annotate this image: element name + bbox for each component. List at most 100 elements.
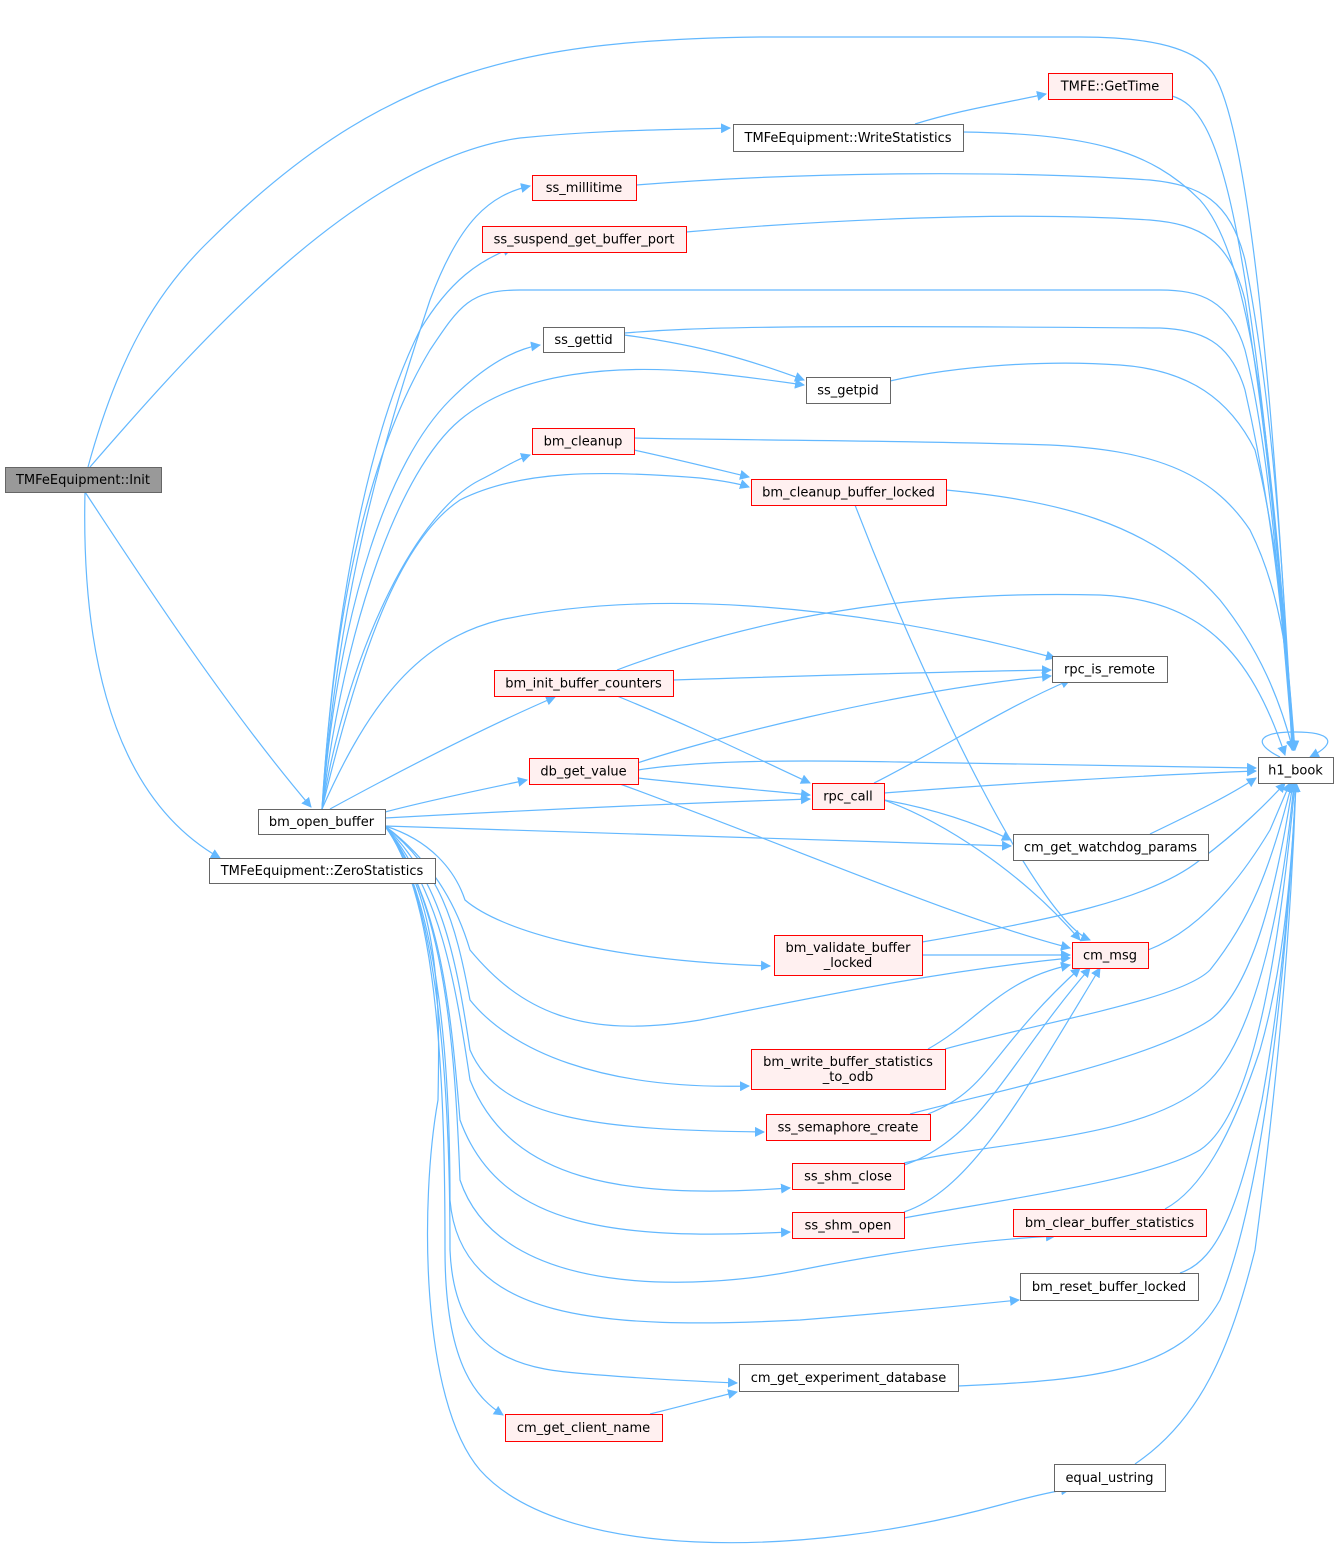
call-edge-23 <box>384 825 791 1194</box>
call-edge-55 <box>944 782 1295 1050</box>
call-edge-44 <box>616 671 1052 771</box>
node-box[interactable] <box>733 124 964 152</box>
call-edge-45 <box>619 783 1071 951</box>
node-ss-gettid[interactable]: ss_gettid <box>543 327 625 353</box>
node-label: ss_semaphore_create <box>778 1121 919 1136</box>
call-edge-53 <box>1147 782 1292 951</box>
node-bm-write-stats[interactable]: bm_write_buffer_statistics_to_odb <box>751 1049 946 1090</box>
node-ss-getpid[interactable]: ss_getpid <box>806 377 891 404</box>
node-box[interactable] <box>1258 757 1334 784</box>
node-box[interactable] <box>505 1414 663 1442</box>
node-box[interactable] <box>1054 1464 1166 1492</box>
call-edge-10 <box>321 341 541 810</box>
node-cm-exp-db[interactable]: cm_get_experiment_database <box>739 1364 959 1392</box>
node-box[interactable] <box>774 935 923 976</box>
node-ss-millitime[interactable]: ss_millitime <box>532 175 637 201</box>
call-edge-18 <box>384 825 1012 851</box>
node-cm-client-name[interactable]: cm_get_client_name <box>505 1414 663 1442</box>
node-gettime[interactable]: TMFE::GetTime <box>1048 73 1173 100</box>
node-ss-sem-create[interactable]: ss_semaphore_create <box>766 1114 931 1141</box>
call-edge-49 <box>883 799 1081 941</box>
node-rpc-is-remote[interactable]: rpc_is_remote <box>1052 656 1168 683</box>
node-box[interactable] <box>1048 73 1173 100</box>
node-box[interactable] <box>766 1114 931 1141</box>
node-label: bm_reset_buffer_locked <box>1032 1280 1186 1295</box>
node-bm-reset-locked[interactable]: bm_reset_buffer_locked <box>1020 1273 1199 1301</box>
node-box[interactable] <box>529 758 639 785</box>
call-edge-26 <box>384 825 1020 1324</box>
node-box[interactable] <box>792 1212 905 1239</box>
node-box[interactable] <box>482 226 687 253</box>
call-edge-40 <box>672 665 1052 681</box>
node-box[interactable] <box>812 783 885 810</box>
node-box[interactable] <box>209 858 436 884</box>
node-init[interactable]: TMFeEquipment::Init <box>5 467 162 493</box>
call-edge-37 <box>945 489 1296 751</box>
node-label: cm_msg <box>1083 949 1137 964</box>
call-edge-22 <box>384 825 765 1137</box>
call-edge-54 <box>927 962 1071 1050</box>
node-h1-book[interactable]: h1_book <box>1258 757 1334 784</box>
call-edge-20 <box>384 825 1071 1027</box>
node-box[interactable] <box>1072 942 1149 969</box>
node-label-line: bm_validate_buffer <box>786 941 912 956</box>
node-label: TMFeEquipment::Init <box>15 473 150 488</box>
node-box[interactable] <box>1013 834 1209 861</box>
call-edge-3 <box>84 491 221 859</box>
call-edge-43 <box>637 777 811 800</box>
node-rpc-call[interactable]: rpc_call <box>812 783 885 810</box>
node-box[interactable] <box>1013 1209 1207 1237</box>
call-edge-24 <box>384 825 791 1238</box>
node-db-get-value[interactable]: db_get_value <box>529 758 639 785</box>
node-bm-cleanup-locked[interactable]: bm_cleanup_buffer_locked <box>751 479 947 506</box>
node-box[interactable] <box>1020 1273 1199 1301</box>
call-edge-48 <box>883 799 1012 841</box>
node-write-stats[interactable]: TMFeEquipment::WriteStatistics <box>733 124 964 152</box>
node-bm-open-buffer[interactable]: bm_open_buffer <box>258 809 386 835</box>
node-box[interactable] <box>543 327 625 353</box>
call-edge-58 <box>903 782 1299 1164</box>
node-box[interactable] <box>5 467 162 493</box>
node-box[interactable] <box>494 670 674 697</box>
call-edge-1 <box>89 123 731 468</box>
node-label: ss_suspend_get_buffer_port <box>494 233 675 248</box>
node-label: h1_book <box>1268 764 1323 779</box>
node-label: ss_getpid <box>817 384 879 399</box>
node-ss-suspend[interactable]: ss_suspend_get_buffer_port <box>482 226 687 253</box>
node-cm-msg[interactable]: cm_msg <box>1072 942 1149 969</box>
node-bm-cleanup[interactable]: bm_cleanup <box>532 428 635 455</box>
node-label: bm_clear_buffer_statistics <box>1025 1216 1194 1231</box>
call-edge-64 <box>957 782 1301 1387</box>
node-label: bm_init_buffer_counters <box>505 677 662 692</box>
node-ss-shm-open[interactable]: ss_shm_open <box>792 1212 905 1239</box>
node-cm-watchdog[interactable]: cm_get_watchdog_params <box>1013 834 1209 861</box>
call-edge-39 <box>616 593 1287 756</box>
node-box[interactable] <box>1052 656 1168 683</box>
node-equal-ustring[interactable]: equal_ustring <box>1054 1464 1166 1492</box>
node-label: ss_shm_close <box>804 1170 892 1185</box>
call-edge-19 <box>384 825 771 971</box>
call-edge-31 <box>623 326 1298 751</box>
node-box[interactable] <box>792 1163 905 1190</box>
node-bm-clear-stats[interactable]: bm_clear_buffer_statistics <box>1013 1209 1207 1237</box>
node-box[interactable] <box>532 428 635 455</box>
call-edge-4 <box>914 91 1047 125</box>
node-bm-validate[interactable]: bm_validate_buffer_locked <box>774 935 923 976</box>
node-zero-stats[interactable]: TMFeEquipment::ZeroStatistics <box>209 858 436 884</box>
call-edge-56 <box>909 782 1297 1115</box>
node-bm-init-counters[interactable]: bm_init_buffer_counters <box>494 670 674 697</box>
node-label: bm_cleanup_buffer_locked <box>762 486 935 501</box>
node-box[interactable] <box>751 479 947 506</box>
node-box[interactable] <box>532 175 637 201</box>
call-edge-2 <box>84 491 312 808</box>
call-edge-42 <box>637 760 1257 773</box>
node-box[interactable] <box>751 1049 946 1090</box>
node-label: rpc_is_remote <box>1064 663 1155 678</box>
call-edge-34 <box>889 362 1299 751</box>
node-box[interactable] <box>806 377 891 404</box>
node-ss-shm-close[interactable]: ss_shm_close <box>792 1163 905 1190</box>
node-box[interactable] <box>739 1364 959 1392</box>
call-edge-6 <box>1171 95 1300 751</box>
node-box[interactable] <box>258 809 386 835</box>
node-label: equal_ustring <box>1065 1471 1153 1486</box>
